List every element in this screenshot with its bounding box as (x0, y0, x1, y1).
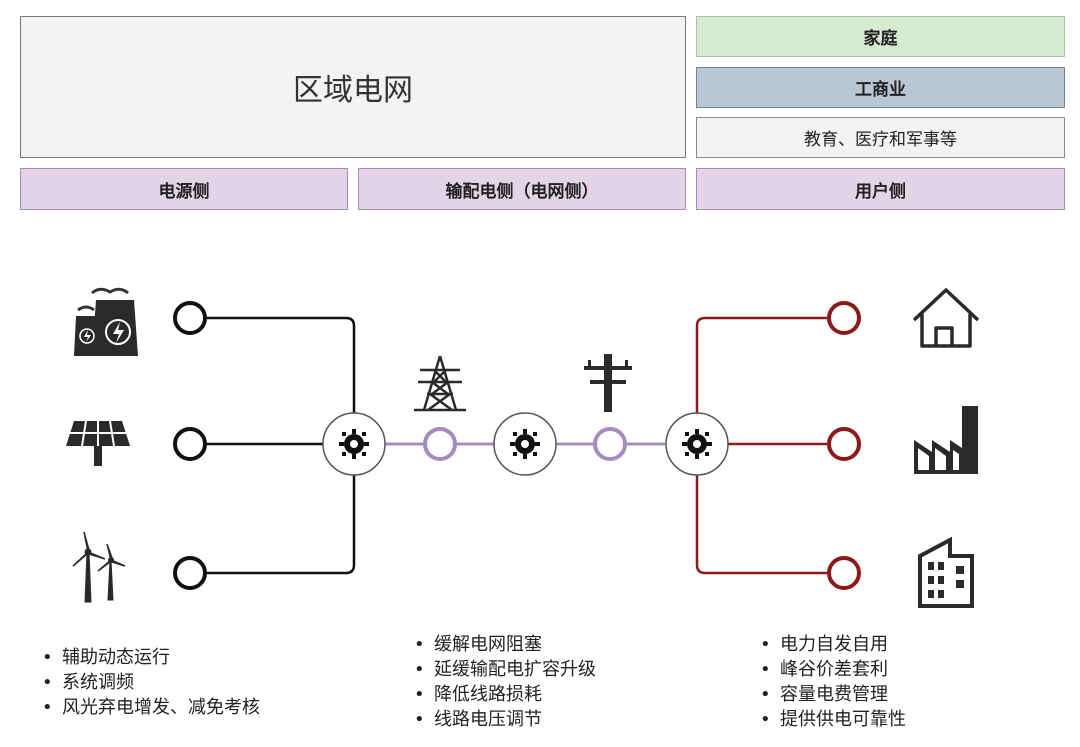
user-side-label: 用户侧 (696, 168, 1065, 210)
list-item: 提供供电可靠性 (758, 707, 906, 732)
list-item: 线路电压调节 (412, 707, 596, 732)
list-item: 系统调频 (40, 670, 260, 695)
grid-node-tower (423, 427, 457, 461)
grid-node-pole (593, 427, 627, 461)
transmission-tower-icon (414, 355, 466, 412)
user-lines (695, 316, 828, 575)
utility-pole-icon (584, 354, 632, 412)
grid-side-label: 输配电侧（电网侧） (358, 168, 686, 210)
user-node-home (827, 301, 861, 335)
user-home-box: 家庭 (696, 16, 1065, 57)
list-item: 缓解电网阻塞 (412, 632, 596, 657)
generation-benefits-list: 辅助动态运行 系统调频 风光弃电增发、减免考核 (40, 645, 260, 720)
list-item: 容量电费管理 (758, 682, 906, 707)
user-business-box: 工商业 (696, 67, 1065, 108)
generation-node-solar (173, 427, 207, 461)
office-building-icon (918, 536, 974, 608)
generation-side-label: 电源侧 (20, 168, 348, 210)
generation-lines (205, 316, 356, 575)
list-item: 电力自发自用 (758, 632, 906, 657)
wind-turbine-icon (72, 531, 126, 603)
list-item: 风光弃电增发、减免考核 (40, 695, 260, 720)
battery-storage-icon (665, 412, 729, 476)
generation-node-power-plant (173, 301, 207, 335)
house-icon (912, 288, 980, 348)
list-item: 降低线路损耗 (412, 682, 596, 707)
user-benefits-list: 电力自发自用 峰谷价差套利 容量电费管理 提供供电可靠性 (758, 632, 906, 732)
list-item: 延缓输配电扩容升级 (412, 657, 596, 682)
power-plant-icon (74, 287, 138, 356)
grid-benefits-list: 缓解电网阻塞 延缓输配电扩容升级 降低线路损耗 线路电压调节 (412, 632, 596, 732)
solar-panel-icon (66, 420, 130, 466)
battery-storage-icon (493, 412, 557, 476)
regional-grid-box: 区域电网 (20, 16, 686, 158)
user-node-office (827, 556, 861, 590)
user-other-box: 教育、医疗和军事等 (696, 117, 1065, 158)
list-item: 峰谷价差套利 (758, 657, 906, 682)
user-node-factory (827, 427, 861, 461)
generation-node-wind (173, 556, 207, 590)
battery-storage-icon (322, 412, 386, 476)
factory-icon (914, 406, 978, 474)
list-item: 辅助动态运行 (40, 645, 260, 670)
